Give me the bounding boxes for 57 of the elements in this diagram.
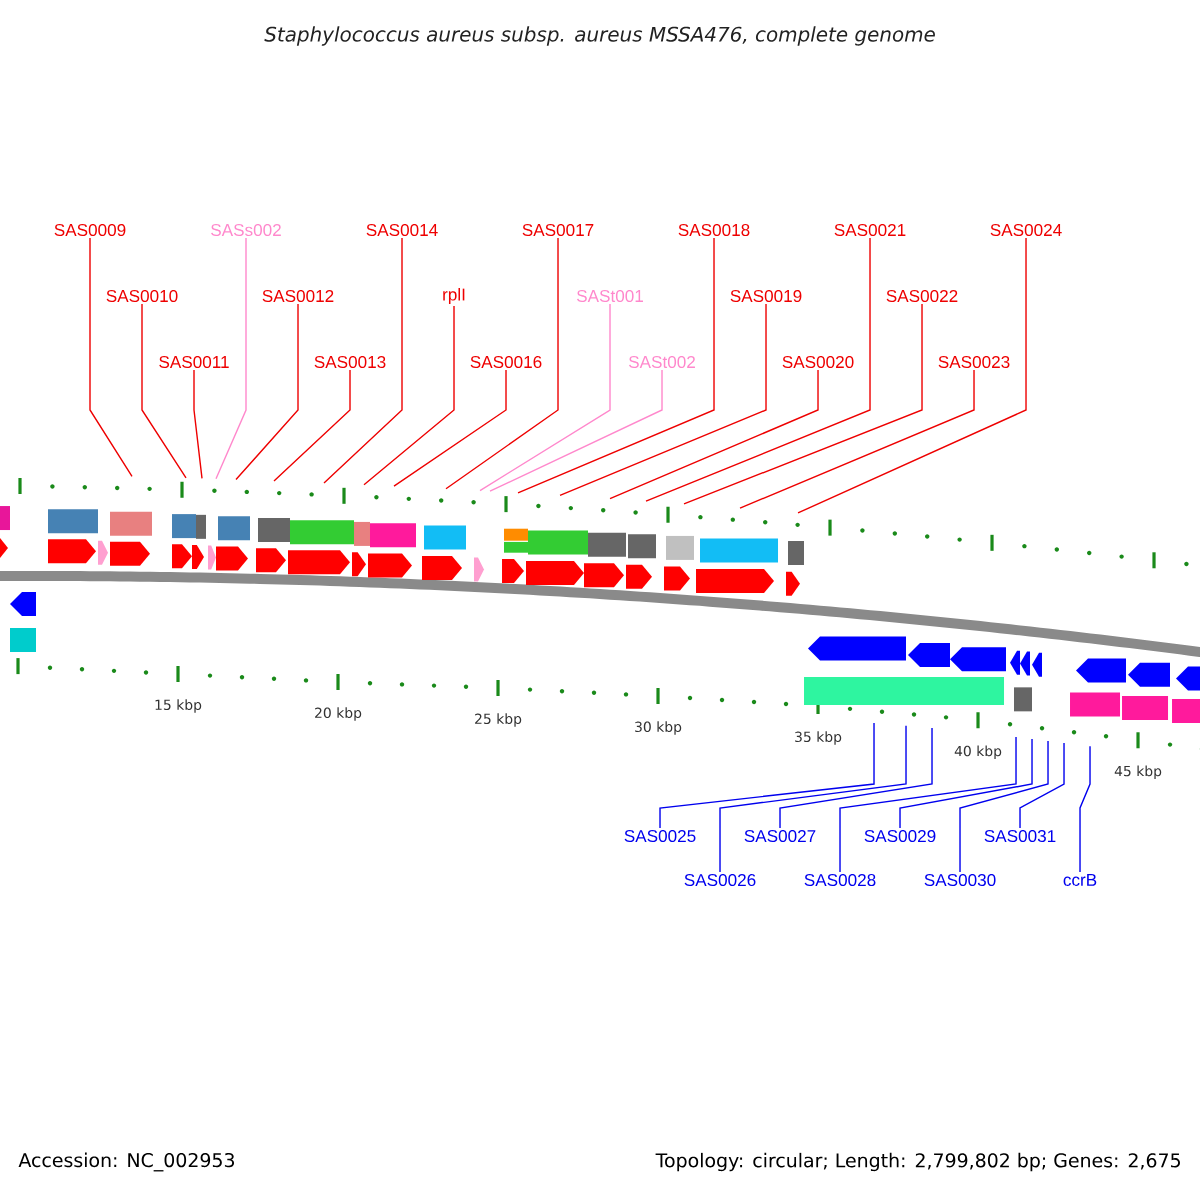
gene-label: SAS0011 xyxy=(159,355,229,369)
leader-line xyxy=(959,740,1049,873)
leader-line xyxy=(645,237,871,502)
gene-label: SAS0031 xyxy=(984,829,1056,843)
gene-label: SAS0017 xyxy=(522,223,594,237)
gene-label: SAS0013 xyxy=(314,355,386,369)
gene-label: SAS0026 xyxy=(684,873,756,887)
gene-label: SAS0016 xyxy=(470,355,542,369)
gene-label: SAS0014 xyxy=(366,223,438,237)
gene-label: ccrB xyxy=(1063,874,1097,886)
leader-line xyxy=(393,369,507,487)
gene-label: SAS0009 xyxy=(54,223,126,237)
gene-label: SASt002 xyxy=(628,355,695,369)
leader-line xyxy=(215,237,247,480)
gene-label: rplI xyxy=(443,288,465,304)
leader-line xyxy=(489,369,663,492)
leader-line xyxy=(899,738,1033,829)
leader-line xyxy=(719,725,907,873)
leader-line xyxy=(193,369,203,480)
leader-line xyxy=(779,727,933,829)
leader-line xyxy=(683,303,923,505)
leader-line xyxy=(609,369,819,500)
leader-line xyxy=(89,237,133,478)
gene-label: SAS0030 xyxy=(924,873,996,887)
gene-label: SAS0028 xyxy=(804,873,876,887)
gene-label: SAS0025 xyxy=(624,829,696,843)
leader-line xyxy=(323,237,403,484)
leader-line xyxy=(235,303,299,481)
leader-line xyxy=(559,303,767,497)
gene-label: SAS0024 xyxy=(990,223,1062,237)
title: Staphylococcus aureus subsp. aureus MSSA476, complete genome xyxy=(264,26,935,46)
leader-line xyxy=(839,736,1017,873)
leader-line xyxy=(445,237,559,490)
gene-label: SAS0010 xyxy=(106,289,178,303)
accession-text: Accession: NC_002953 xyxy=(18,1152,234,1172)
leader-line xyxy=(659,722,875,829)
gene-label: SAS0029 xyxy=(864,829,936,843)
gene-label: SAS0020 xyxy=(782,355,854,369)
gene-label: SAS0022 xyxy=(886,289,958,303)
leader-line xyxy=(797,237,1027,514)
leader-line xyxy=(1019,742,1065,829)
gene-label: SAS0019 xyxy=(730,289,802,303)
leader-line xyxy=(273,369,351,482)
gene-label: SASt001 xyxy=(576,289,643,303)
gene-label: SASs002 xyxy=(211,223,281,237)
gene-label: SAS0021 xyxy=(834,223,906,237)
leader-line xyxy=(517,237,715,494)
gene-label: SAS0027 xyxy=(744,829,816,843)
leader-line xyxy=(739,369,975,509)
leader-line xyxy=(141,303,187,479)
leader-line xyxy=(479,303,611,492)
leader-line xyxy=(363,305,455,486)
genome-stats-text: Topology: circular; Length: 2,799,802 bp; Genes: 2,675 xyxy=(655,1152,1180,1172)
gene-label: SAS0018 xyxy=(678,223,750,237)
leader-line xyxy=(1079,745,1091,873)
gene-label: SAS0012 xyxy=(262,289,334,303)
gene-label: SAS0023 xyxy=(938,355,1010,369)
